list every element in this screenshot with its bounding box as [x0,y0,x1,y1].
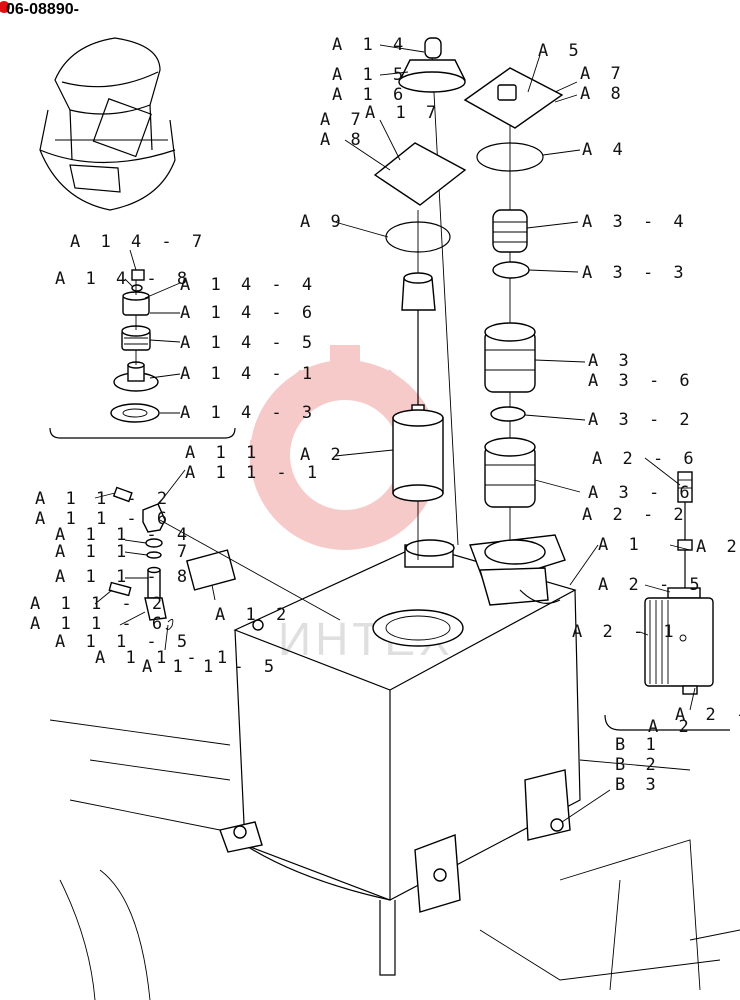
label-a4: A 4 [582,140,628,160]
label-a11-4: A 1 1 - 4 [55,525,192,545]
label-a11-7: A 1 1 - 7 [55,542,192,562]
label-a14-4: A 1 4 - 4 [180,275,317,295]
leader-lines [94,44,696,823]
label-a14-8: A 1 4 - 8 [55,269,192,289]
label-a3-6-b: A 3 - 6 [588,483,695,503]
label-a2-5: A 2 - 5 [598,575,705,595]
label-a11-6b: A 1 1 - 6 [30,614,167,634]
label-a11-6a: A 1 1 - 6 [35,509,172,529]
label-a3-4: A 3 - 4 [582,212,689,232]
label-a8-right: A 8 [580,84,626,104]
label-a2-bottom: A 2 [648,717,694,737]
label-a11-2b: A 1 1 - 2 [30,594,167,614]
label-a15: A 1 5 [332,65,408,85]
label-a7-left: A 7 [320,110,366,130]
label-a14-5: A 1 4 - 5 [180,333,317,353]
label-a12: A 1 2 [215,605,291,625]
label-a7-right: A 7 [580,64,626,84]
label-a11-1: A 1 1 - 1 [185,463,322,483]
label-a11-8: A 1 1 - 8 [55,567,192,587]
label-a2-7: A 2 - 7 [675,705,740,725]
label-a2-1: A 2 - 1 [572,622,679,642]
filter-stack [373,37,564,508]
label-a17: A 1 7 [365,103,441,123]
label-a9: A 9 [300,212,346,232]
label-b1: B 1 [615,735,661,755]
corner-marker [0,1,10,13]
label-a16: A 1 6 [332,85,408,105]
label-a2-2: A 2 - 2 [582,505,689,525]
label-a14-7: A 1 4 - 7 [70,232,207,252]
label-a11-2a: A 1 1 - 2 [35,489,172,509]
part-number: 06-08890- [6,1,79,18]
label-a14-1: A 1 4 - 1 [180,364,317,384]
label-a11-5b: A 1 1 - 5 [142,657,279,677]
label-a3-6-a: A 3 - 6 [588,371,695,391]
label-a1: A 1 [598,535,644,555]
label-a14-6: A 1 4 - 6 [180,303,317,323]
label-a2-dash: A 2 - [696,537,740,557]
a11-fittings [108,486,237,631]
machine-thumbnail [39,37,176,211]
label-a14: A 1 4 [332,35,408,55]
label-b2: B 2 [615,755,661,775]
a14-breather-assembly [49,269,236,439]
label-b3: B 3 [615,775,661,795]
label-a11-1b: A 1 1 - 1 [95,648,232,668]
label-a3-3: A 3 - 3 [582,263,689,283]
base-frame [49,719,740,1000]
label-a11-5a: A 1 1 - 5 [55,632,192,652]
label-a5: A 5 [538,41,584,61]
label-a2-6: A 2 - 6 [592,449,699,469]
a2-detail-assembly [604,471,730,731]
part-labels: A 1 4 A 1 5 A 1 6 A 1 7 A 7 A 8 A 9 A 5 … [30,35,740,795]
hydraulic-tank [219,534,581,976]
label-a3-2: A 3 - 2 [588,410,695,430]
label-a3: A 3 [588,351,634,371]
label-a2: A 2 [300,445,346,465]
label-a8-left: A 8 [320,130,366,150]
label-a14-3: A 1 4 - 3 [180,403,317,423]
label-a11: A 1 1 [185,443,261,463]
